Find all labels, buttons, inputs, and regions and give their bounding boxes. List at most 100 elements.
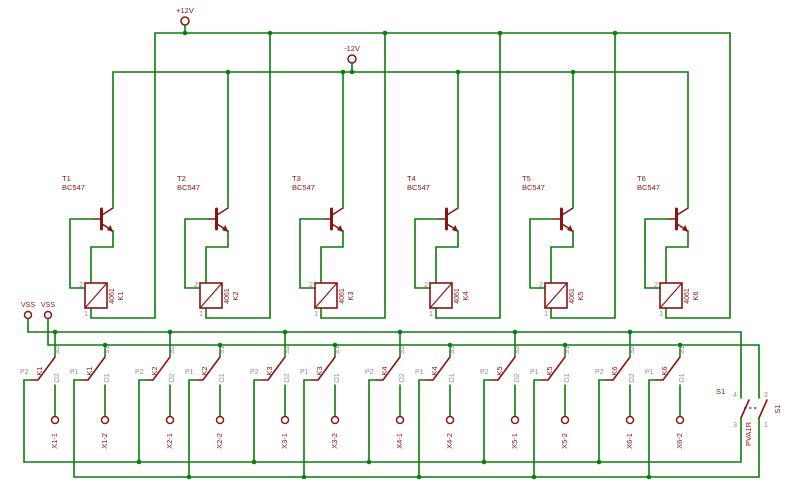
connector-pad[interactable] [330,415,340,425]
connector-X1-2[interactable]: X1-2 [100,415,110,449]
relay-coil-box [199,282,223,309]
relay-coil-diagonal [544,282,568,309]
connector-X3-2[interactable]: X3-2 [330,415,340,449]
vss1-terminal[interactable] [23,310,33,320]
contact-pole-wire [253,379,262,463]
contact-relay-name: K3 [315,366,324,375]
junction-dot [416,474,422,480]
connector-X2-1[interactable]: X2-1 [165,415,175,449]
vss2-terminal[interactable] [43,310,53,320]
contact-relay-name: K2 [200,366,209,375]
vss2-label: VSS [41,302,55,309]
junction-dot [512,329,518,335]
connector-pad[interactable] [510,415,520,425]
relay-pin-top: 2 [539,282,543,289]
connector-pad[interactable] [215,415,225,425]
contact-out-label: O2 [399,373,406,382]
junction-dot [497,30,503,36]
junction-dot [225,69,231,75]
contact-relay-name: K2 [150,366,159,375]
contact-common-label: S1 [104,346,111,355]
base-drop-wire [299,218,316,289]
connector-pad[interactable] [280,415,290,425]
emitter-wire [665,230,689,284]
contact-out-label: O1 [104,373,111,382]
rail-vss-2 [47,317,760,399]
junction-dot [481,459,487,465]
connector-label: X1-2 [100,433,109,449]
vcc-symbol [180,16,190,26]
connector-pad[interactable] [560,415,570,425]
power-minus12v[interactable]: -12V [344,44,360,75]
relay-pin-bottom: 1 [314,311,318,318]
emitter-arrow [337,225,343,232]
connector-X6-2[interactable]: X6-2 [675,415,685,449]
relay-value: 4061 [339,288,346,304]
transistor-name: T6 [637,174,646,183]
relay-pin-top: 2 [79,282,83,289]
connector-pad[interactable] [100,415,110,425]
relay-coil-box [84,282,108,309]
connector-X3-1[interactable]: X3-1 [280,415,290,449]
connector-pad[interactable] [445,415,455,425]
rail-minus12v [112,71,689,208]
connector-pad[interactable] [625,415,635,425]
connector-X6-1[interactable]: X6-1 [625,415,635,449]
power-plus12v[interactable]: +12V [176,6,194,36]
connector-X5-1[interactable]: X5-1 [510,415,520,449]
junction-dot [596,459,602,465]
contact-pole-wire [483,379,492,463]
contact-pole-label: P2 [250,369,259,376]
connector-pad[interactable] [395,415,405,425]
connector-X4-1[interactable]: X4-1 [395,415,405,449]
connector-pad[interactable] [165,415,175,425]
contact-arm [432,356,451,381]
vss-supply-1[interactable]: VSS [21,302,35,320]
vee-label: -12V [344,44,360,53]
connector-pad[interactable] [675,415,685,425]
vss-supply-2[interactable]: VSS [41,302,55,320]
contact-arm [382,356,401,381]
nets [23,32,760,478]
connector-X5-2[interactable]: X5-2 [560,415,570,449]
relay-name: K5 [576,291,585,300]
connector-X1-1[interactable]: X1-1 [50,415,60,449]
connector-label: X2-1 [165,433,174,449]
junction-dot [397,329,403,335]
relay-pin-top: 2 [194,282,198,289]
connector-X2-2[interactable]: X2-2 [215,415,225,449]
contact-pole-label: P1 [645,369,654,376]
contact-pole-label: P2 [365,369,374,376]
contact-out-label: O2 [514,373,521,382]
connector-pad[interactable] [50,415,60,425]
connector-X4-2[interactable]: X4-2 [445,415,455,449]
transistor-value: BC547 [292,183,315,192]
transistor-name: T1 [62,174,71,183]
